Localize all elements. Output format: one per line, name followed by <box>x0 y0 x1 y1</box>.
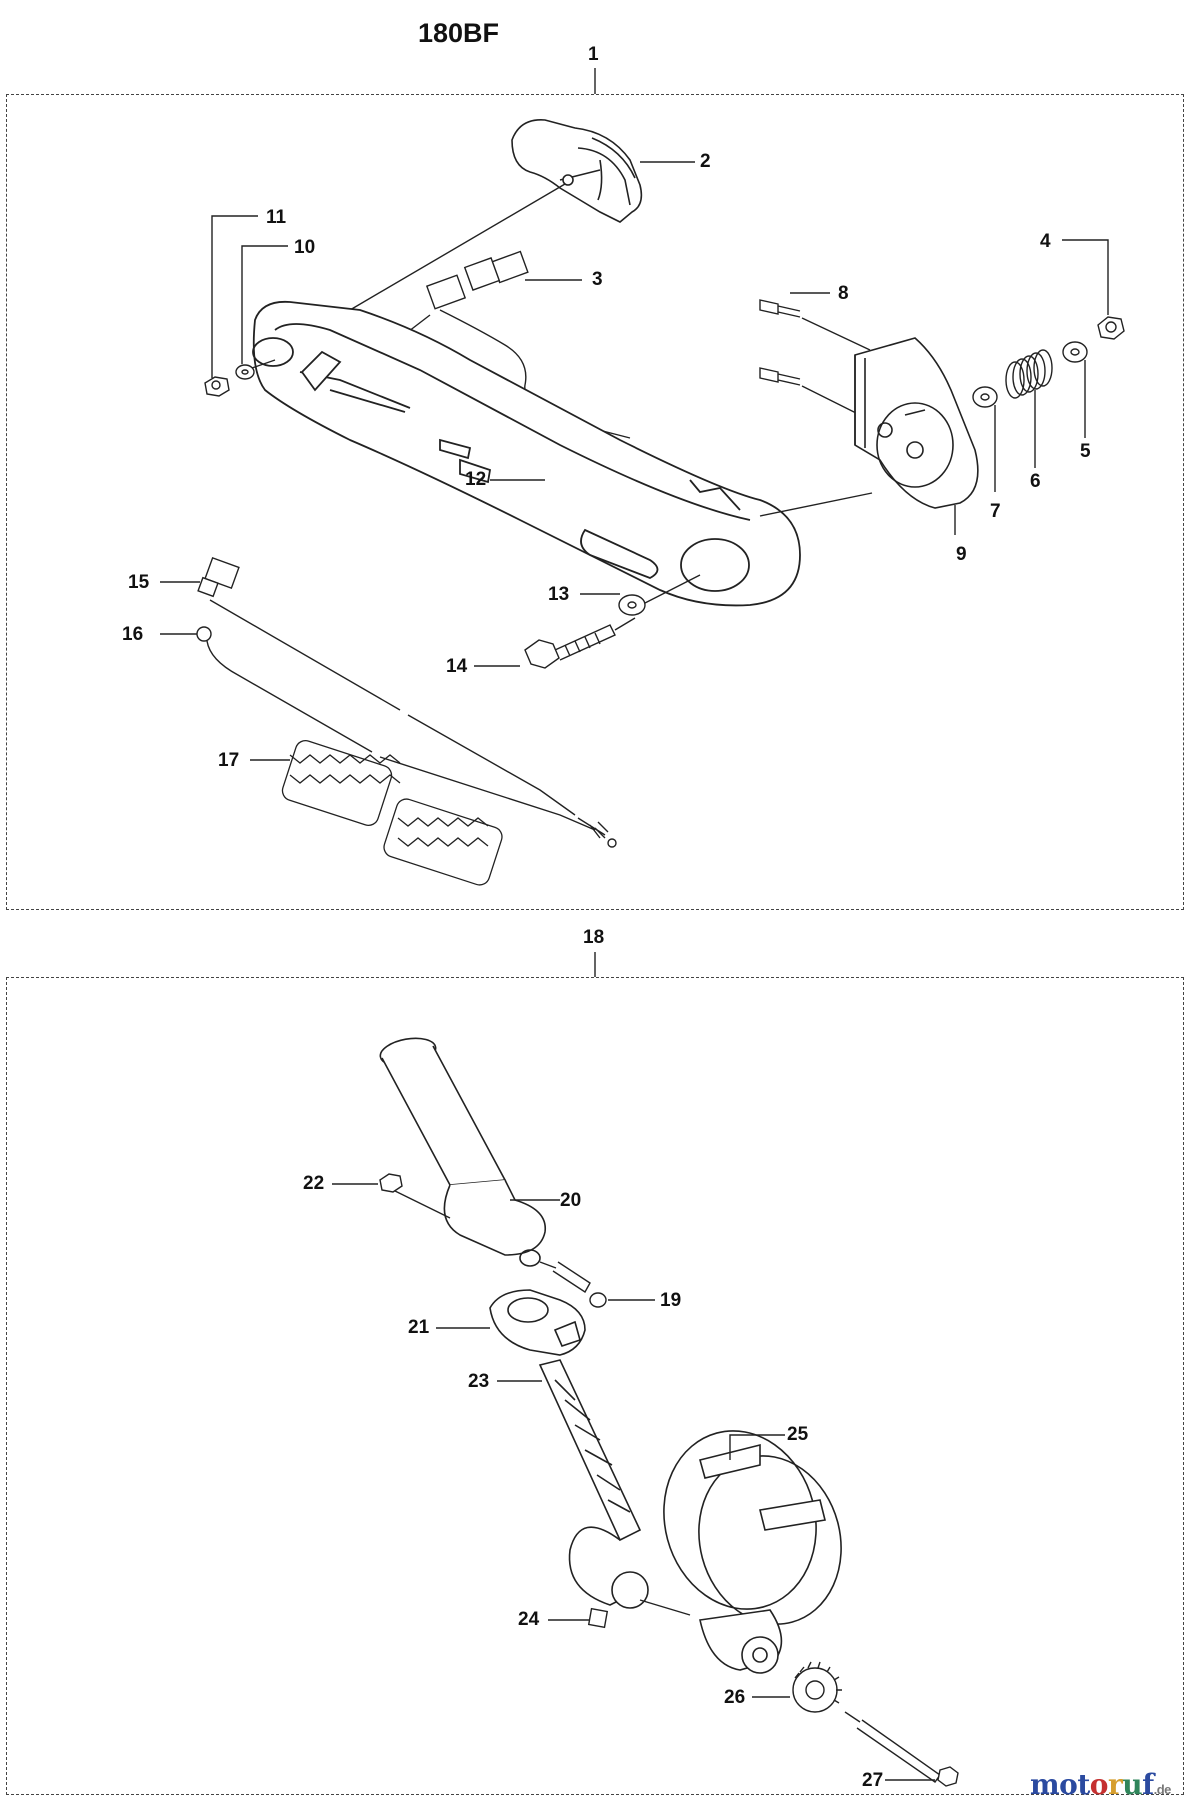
bolt-27 <box>856 1719 959 1787</box>
nut-22 <box>379 1173 403 1193</box>
washer-5 <box>1062 341 1088 363</box>
callout-23: 23 <box>468 1371 490 1392</box>
watermark-letter: f <box>1142 1768 1154 1801</box>
ratchet-26 <box>792 1661 842 1713</box>
spring-6 <box>1005 349 1053 399</box>
washer-10 <box>235 364 255 380</box>
bracket-9 <box>854 337 979 509</box>
callout-14: 14 <box>446 656 468 677</box>
callout-20: 20 <box>560 1190 582 1211</box>
grip-20 <box>379 1037 546 1267</box>
group-box-top <box>6 94 1184 910</box>
callout-17: 17 <box>218 750 240 771</box>
callout-27: 27 <box>862 1770 884 1791</box>
callout-22: 22 <box>303 1173 325 1194</box>
callout-2: 2 <box>700 151 711 172</box>
callout-8: 8 <box>838 283 849 304</box>
screw-8b <box>759 367 801 386</box>
callout-12: 12 <box>465 469 487 490</box>
ball-end-16 <box>196 626 212 642</box>
clamp-21 <box>489 1289 586 1356</box>
watermark-letter: o <box>1059 1768 1078 1801</box>
callout-7: 7 <box>990 501 1001 522</box>
trigger-part <box>511 119 643 223</box>
callout-24: 24 <box>518 1609 540 1630</box>
watermark-letter: r <box>1107 1768 1123 1801</box>
callout-15: 15 <box>128 572 150 593</box>
group-label-bottom: 18 <box>583 927 605 948</box>
screw-8a <box>759 299 801 318</box>
diagram-title: 180BF <box>418 18 500 48</box>
callout-5: 5 <box>1080 441 1091 462</box>
callout-10: 10 <box>294 237 316 258</box>
nut-11 <box>204 376 230 397</box>
tube-clamp-25 <box>663 1430 842 1674</box>
spring-17 <box>281 740 503 886</box>
group-label-top: 1 <box>588 44 599 65</box>
callout-3: 3 <box>592 269 603 290</box>
watermark-suffix: .de <box>1153 1782 1172 1797</box>
washer-13 <box>618 594 646 616</box>
nut-4 <box>1097 316 1125 340</box>
callout-13: 13 <box>548 584 570 605</box>
watermark-letter: u <box>1122 1768 1143 1801</box>
watermark-letter: m <box>1030 1768 1060 1801</box>
callout-25: 25 <box>787 1424 809 1445</box>
watermark-letter: t <box>1077 1768 1090 1801</box>
bolt-14 <box>524 624 616 669</box>
callout-16: 16 <box>122 624 144 645</box>
washer-7 <box>972 386 998 408</box>
callout-21: 21 <box>408 1317 430 1338</box>
bolt-19 <box>552 1261 607 1308</box>
motoruf-watermark-logo: motoruf.de <box>1030 1768 1171 1801</box>
callout-11: 11 <box>266 207 287 228</box>
callout-26: 26 <box>724 1687 746 1708</box>
callout-9: 9 <box>956 544 967 565</box>
callout-4: 4 <box>1040 231 1051 252</box>
handle-arm <box>252 300 801 607</box>
group-box-bottom <box>6 977 1184 1795</box>
plug-15 <box>197 556 240 598</box>
shaft-23 <box>538 1359 649 1609</box>
callout-6: 6 <box>1030 471 1041 492</box>
callout-19: 19 <box>660 1290 682 1311</box>
nut-24 <box>587 1607 609 1629</box>
watermark-letter: o <box>1089 1768 1109 1801</box>
